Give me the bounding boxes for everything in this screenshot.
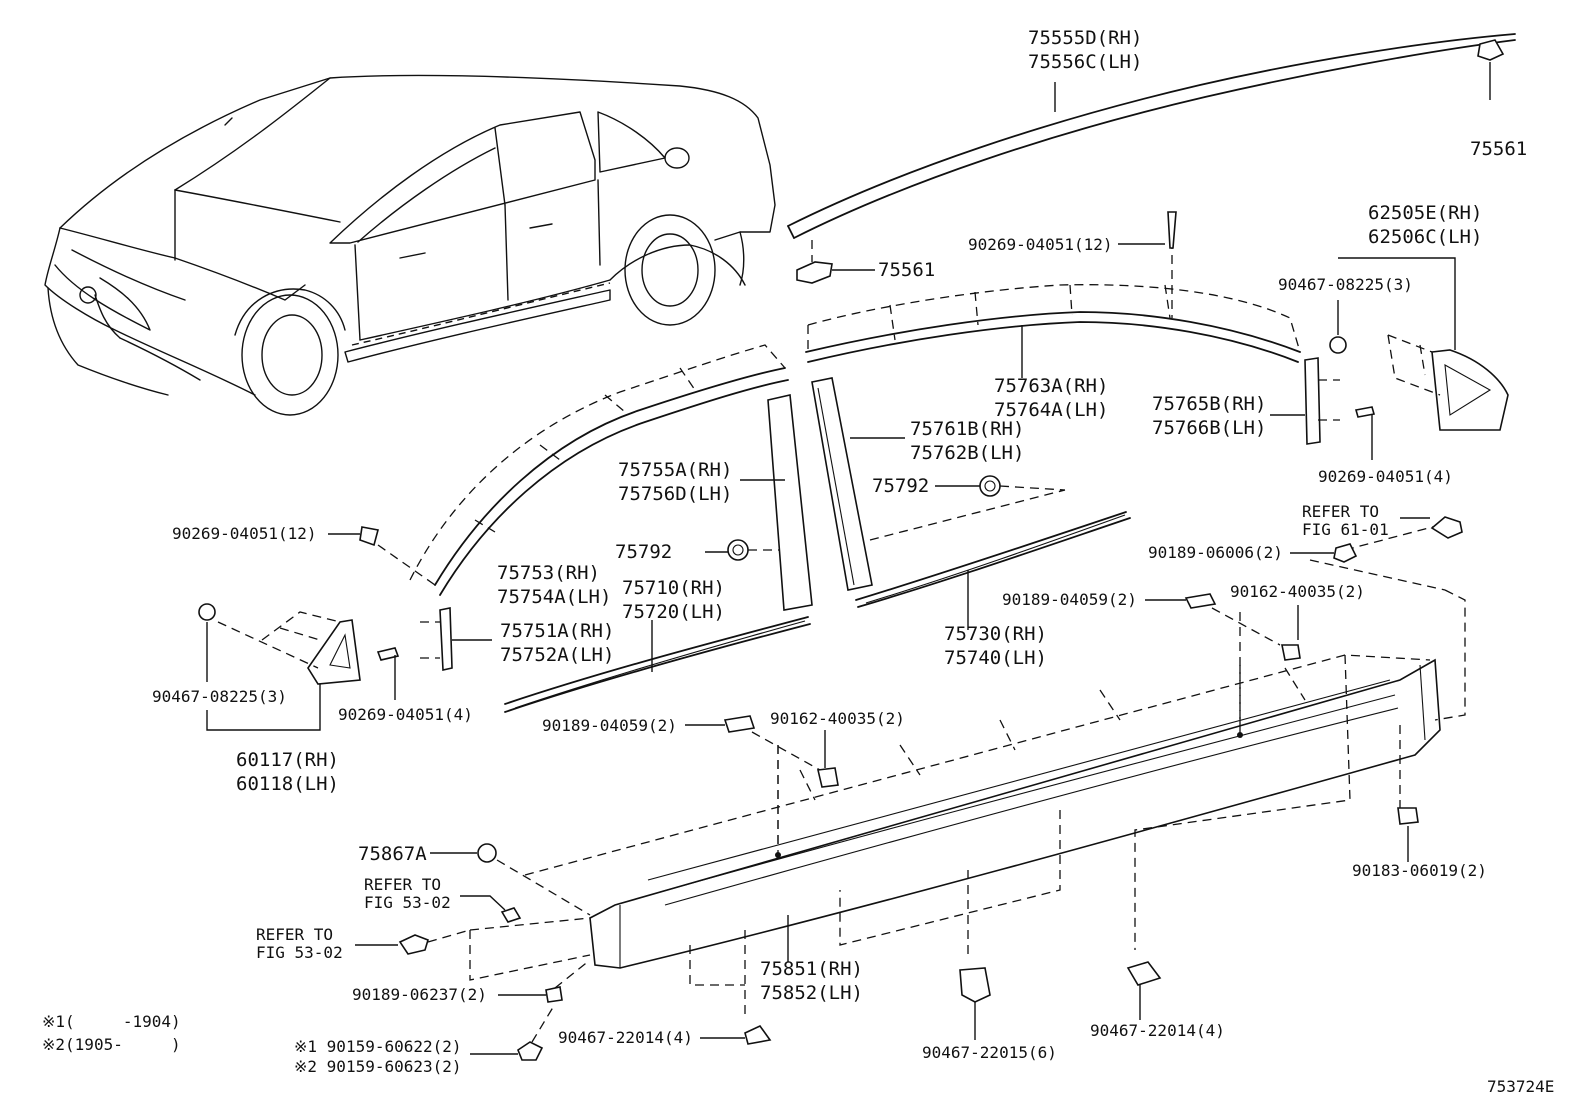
label-90183-06019: 90183-06019(2) <box>1352 861 1487 880</box>
clip-refer-53-a <box>500 907 522 923</box>
label-90467-22014-b: 90467-22014(4) <box>1090 1021 1225 1040</box>
bolt-90159 <box>517 1041 544 1061</box>
label-75756d: 75756D(LH) <box>618 483 732 505</box>
label-refer-53a-line1: REFER TO <box>364 875 441 894</box>
clip-90467-22014-b <box>1126 961 1162 986</box>
label-90269-b: 90269-04051(4) <box>1318 467 1453 486</box>
label-75764a: 75764A(LH) <box>994 399 1108 421</box>
clip-90467-22014-a <box>744 1024 772 1045</box>
label-90269-c: 90269-04051(12) <box>172 524 317 543</box>
label-90189-06237: 90189-06237(2) <box>352 985 487 1004</box>
bolt-refer-53-b <box>398 934 429 955</box>
rear-quarter-garnish <box>1270 257 1509 460</box>
pin-90269-b <box>1354 406 1376 418</box>
pin-90269-a <box>1167 211 1177 249</box>
clip-90189-04059-b <box>723 715 756 733</box>
label-75556c: 75556C(LH) <box>1028 51 1142 73</box>
clip-75561-top <box>1477 39 1505 61</box>
clip-90189-04059-a <box>1184 593 1217 609</box>
label-75754a: 75754A(LH) <box>497 586 611 608</box>
label-90467-22014-a: 90467-22014(4) <box>558 1028 693 1047</box>
fasteners <box>355 516 1463 1061</box>
label-75740: 75740(LH) <box>944 647 1047 669</box>
figure-code: 753724E <box>1487 1077 1554 1096</box>
front-door-belt-molding <box>409 344 789 596</box>
label-90269-d: 90269-04051(4) <box>338 705 473 724</box>
label-75761b: 75761B(RH) <box>910 418 1024 440</box>
label-refer-53b-line1: REFER TO <box>256 925 333 944</box>
screw-90162-40035-b <box>817 767 839 788</box>
label-90189-04059-a: 90189-04059(2) <box>1002 590 1137 609</box>
label-75765b: 75765B(RH) <box>1152 393 1266 415</box>
pin-90269-c <box>359 526 379 547</box>
label-refer-53b-line2: FIG 53-02 <box>256 943 343 962</box>
label-75753: 75753(RH) <box>497 562 600 584</box>
label-62505e: 62505E(RH) <box>1368 202 1482 224</box>
label-62506c: 62506C(LH) <box>1368 226 1482 248</box>
rear-door-belt-molding <box>805 211 1301 378</box>
label-75792-b: 75792 <box>872 475 929 497</box>
clip-90467-a <box>1329 336 1347 354</box>
label-75710: 75710(RH) <box>622 577 725 599</box>
label-90159-60623: ※2 90159-60623(2) <box>294 1057 462 1076</box>
label-90189-04059-b: 90189-04059(2) <box>542 716 677 735</box>
roof-molding <box>787 33 1516 284</box>
label-90162-40035-b: 90162-40035(2) <box>770 709 905 728</box>
clip-75792-a <box>727 539 749 561</box>
label-75555d: 75555D(RH) <box>1028 27 1142 49</box>
label-90467-22015: 90467-22015(6) <box>922 1043 1057 1062</box>
clip-90183-06019 <box>1397 807 1419 825</box>
label-75561-top: 75561 <box>1470 138 1527 160</box>
pillar-garnishes <box>705 377 1066 611</box>
note-1: ※1( -1904) <box>42 1012 181 1031</box>
label-75766b: 75766B(LH) <box>1152 417 1266 439</box>
label-refer-53a-line2: FIG 53-02 <box>364 893 451 912</box>
pin-90269-d <box>376 647 400 661</box>
label-75752a: 75752A(LH) <box>500 644 614 666</box>
label-90159-60622: ※1 90159-60622(2) <box>294 1037 462 1056</box>
note-2: ※2(1905- ) <box>42 1035 181 1054</box>
label-75763a: 75763A(RH) <box>994 375 1108 397</box>
label-75751a: 75751A(RH) <box>500 620 614 642</box>
nut-90189-06237 <box>545 986 563 1003</box>
vehicle-illustration <box>44 74 776 416</box>
clip-90467-b <box>198 603 216 621</box>
screw-90162-40035-a <box>1281 644 1301 661</box>
label-75762b: 75762B(LH) <box>910 442 1024 464</box>
label-75755a: 75755A(RH) <box>618 459 732 481</box>
front-quarter-garnish <box>198 526 492 731</box>
label-60117: 60117(RH) <box>236 749 339 771</box>
label-75730: 75730(RH) <box>944 623 1047 645</box>
label-75867a: 75867A <box>358 843 427 865</box>
label-90269-a: 90269-04051(12) <box>968 235 1113 254</box>
clip-75561-mid <box>796 261 833 284</box>
label-90189-06006: 90189-06006(2) <box>1148 543 1283 562</box>
label-refer-61-line2: FIG 61-01 <box>1302 520 1389 539</box>
label-refer-61-line1: REFER TO <box>1302 502 1379 521</box>
nut-90189-06006 <box>1333 543 1358 563</box>
label-75561-mid: 75561 <box>878 259 935 281</box>
belt-moldings-lower <box>504 511 1131 713</box>
bolt-refer-61 <box>1430 516 1463 539</box>
label-90467-a: 90467-08225(3) <box>1278 275 1413 294</box>
label-90467-b: 90467-08225(3) <box>152 687 287 706</box>
label-75852: 75852(LH) <box>760 982 863 1004</box>
label-60118: 60118(LH) <box>236 773 339 795</box>
label-75851: 75851(RH) <box>760 958 863 980</box>
label-75720: 75720(LH) <box>622 601 725 623</box>
callout-labels: 75555D(RH) 75556C(LH) 75561 75561 90269-… <box>42 27 1554 1096</box>
label-90162-40035-a: 90162-40035(2) <box>1230 582 1365 601</box>
clip-75792-b <box>979 475 1001 497</box>
clip-90467-22015 <box>959 967 991 1003</box>
label-75792-a: 75792 <box>615 541 672 563</box>
clip-75867a <box>477 843 497 863</box>
